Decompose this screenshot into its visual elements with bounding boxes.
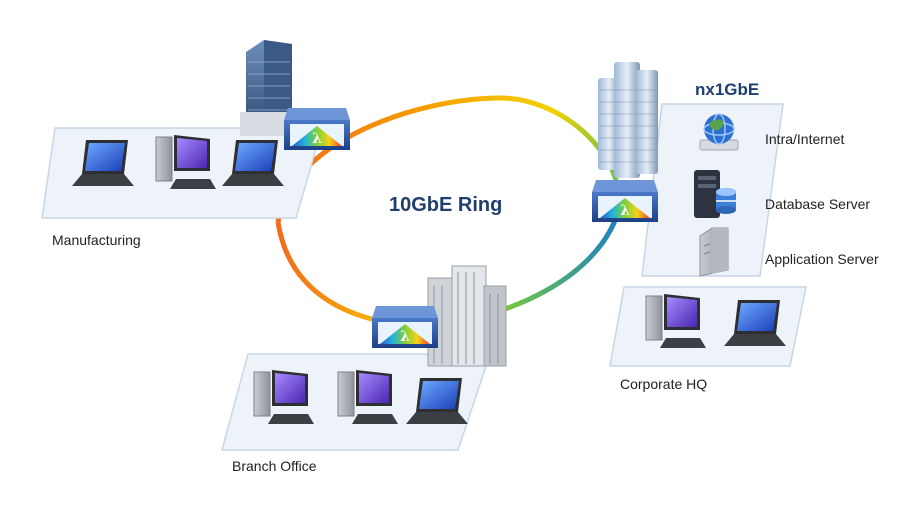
server-label-internet: Intra/Internet bbox=[765, 131, 845, 147]
site-label-corporate-hq: Corporate HQ bbox=[620, 376, 708, 392]
server-label-application: Application Server bbox=[765, 251, 879, 267]
desktop-pc-icon bbox=[253, 370, 314, 424]
branch-office-building bbox=[427, 265, 507, 367]
site-label-manufacturing: Manufacturing bbox=[52, 232, 141, 248]
internet-globe-icon bbox=[699, 113, 739, 151]
wdm-box-manufacturing: λ bbox=[284, 108, 350, 150]
ring-label: 10GbE Ring bbox=[389, 194, 503, 216]
laptop-icon bbox=[724, 300, 786, 346]
laptop-icon bbox=[72, 140, 134, 186]
server-label-database: Database Server bbox=[765, 196, 871, 212]
desktop-pc-icon bbox=[337, 370, 398, 424]
desktop-pc-icon bbox=[645, 294, 706, 348]
site-label-branch-office: Branch Office bbox=[232, 458, 317, 474]
database-server-icon bbox=[694, 170, 736, 218]
application-server-icon bbox=[699, 227, 729, 277]
aggregation-label: nx1GbE bbox=[695, 80, 760, 99]
wdm-box-branch: λ bbox=[372, 306, 438, 348]
lambda-icon: λ bbox=[620, 203, 630, 219]
desktop-pc-icon bbox=[155, 135, 216, 189]
corporate-hq-towers bbox=[598, 62, 658, 178]
lambda-icon: λ bbox=[312, 131, 322, 147]
laptop-icon bbox=[406, 378, 468, 424]
laptop-icon bbox=[222, 140, 284, 186]
wdm-box-hq: λ bbox=[592, 180, 658, 222]
lambda-icon: λ bbox=[400, 329, 410, 345]
